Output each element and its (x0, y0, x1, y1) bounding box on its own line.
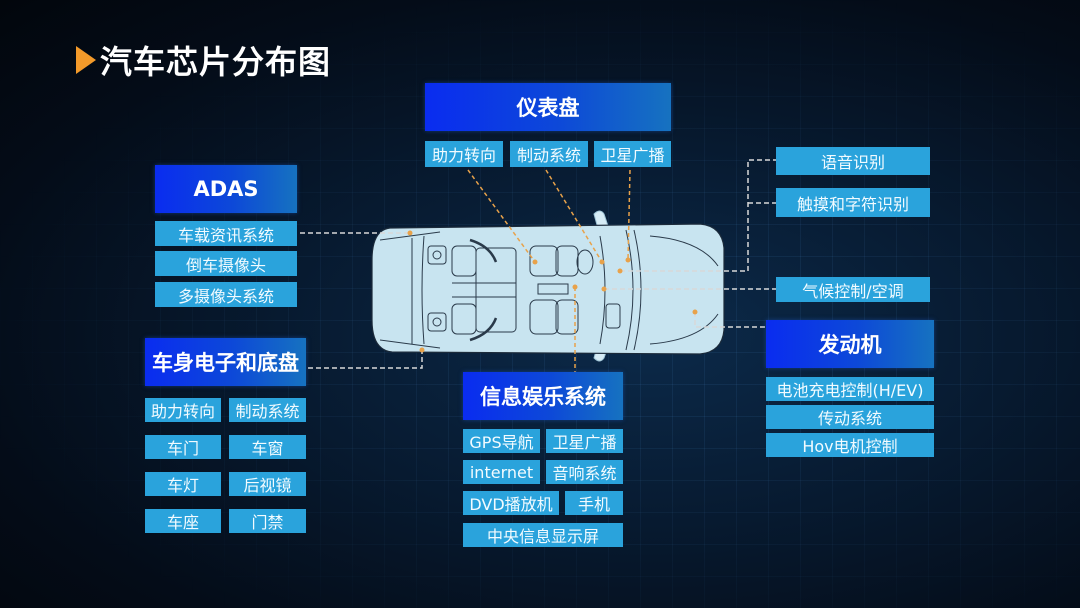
page-title-text: 汽车芯片分布图 (100, 43, 332, 81)
car-top-view-icon (371, 210, 725, 362)
info-item-phone: 手机 (565, 491, 623, 515)
info-item-audio: 音响系统 (546, 460, 623, 484)
page-title: 汽车芯片分布图 (76, 37, 331, 83)
dashboard-item-steering: 助力转向 (425, 141, 503, 167)
engine-header: 发动机 (766, 320, 934, 368)
connectors-white (300, 159, 776, 369)
info-item-internet: internet (463, 460, 540, 484)
engine-item-transmission: 传动系统 (766, 405, 934, 429)
info-item-dvd: DVD播放机 (463, 491, 559, 515)
info-item-satellite: 卫星广播 (546, 429, 623, 453)
engine-item-battery: 电池充电控制(H/EV) (766, 377, 934, 401)
infotainment-header: 信息娱乐系统 (463, 372, 623, 420)
body-item-steering: 助力转向 (145, 398, 221, 422)
adas-item-telematics: 车载资讯系统 (155, 221, 297, 246)
body-item-lights: 车灯 (145, 472, 221, 496)
body-item-window: 车窗 (229, 435, 306, 459)
hmi-item-touch: 触摸和字符识别 (776, 188, 930, 217)
engine-item-motor: Hov电机控制 (766, 433, 934, 457)
info-item-central-display: 中央信息显示屏 (463, 523, 623, 547)
body-item-brake: 制动系统 (229, 398, 306, 422)
connector-dots (407, 230, 698, 353)
adas-item-rear-camera: 倒车摄像头 (155, 251, 297, 276)
body-item-door: 车门 (145, 435, 221, 459)
body-item-mirror: 后视镜 (229, 472, 306, 496)
adas-item-multi-camera: 多摄像头系统 (155, 282, 297, 307)
dashboard-item-brake: 制动系统 (510, 141, 588, 167)
adas-header: ADAS (155, 165, 297, 213)
triangle-bullet-icon (76, 46, 96, 74)
body-chassis-header: 车身电子和底盘 (145, 338, 306, 386)
connectors (467, 169, 631, 372)
hmi-item-voice: 语音识别 (776, 147, 930, 175)
hmi-item-climate: 气候控制/空调 (776, 277, 930, 302)
dashboard-item-satellite: 卫星广播 (594, 141, 671, 167)
info-item-gps: GPS导航 (463, 429, 540, 453)
body-item-access: 门禁 (229, 509, 306, 533)
body-item-seat: 车座 (145, 509, 221, 533)
dashboard-header: 仪表盘 (425, 83, 671, 131)
